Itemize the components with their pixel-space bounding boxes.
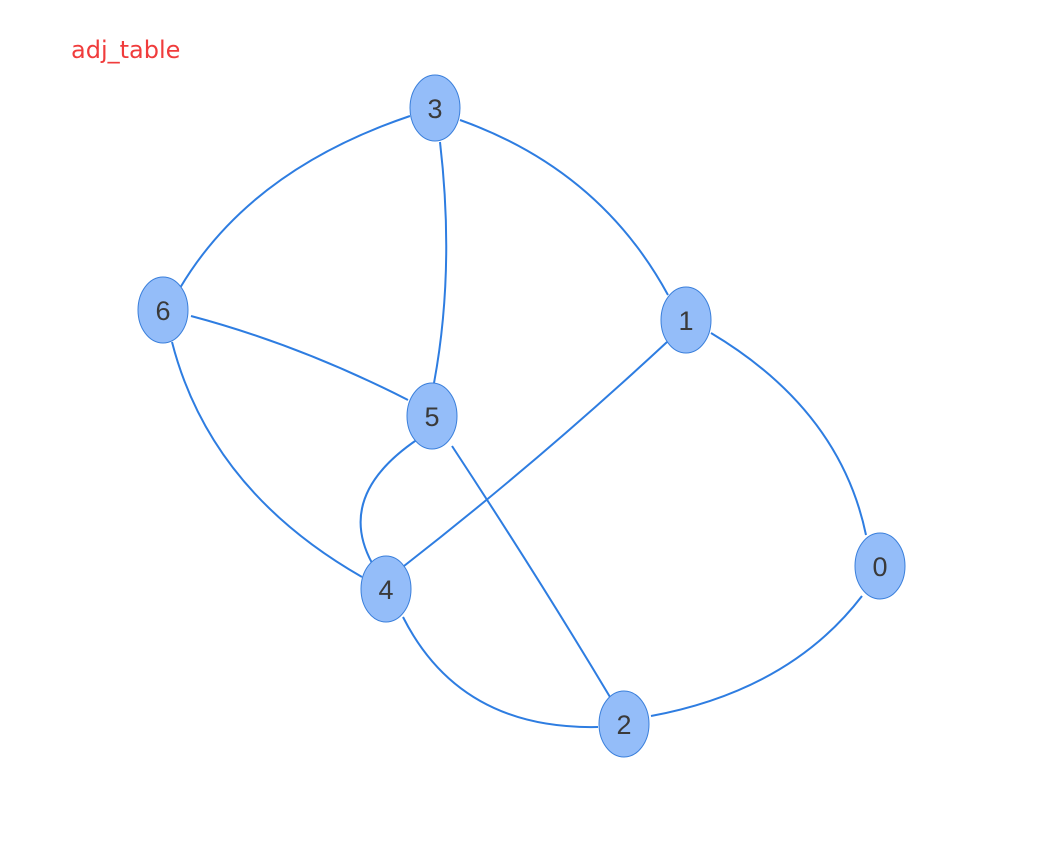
diagram-title: adj_table bbox=[71, 36, 181, 64]
node-3[interactable]: 3 bbox=[409, 74, 461, 142]
edge-1-0 bbox=[710, 332, 867, 536]
node-label: 2 bbox=[616, 710, 631, 740]
node-circle bbox=[137, 276, 189, 344]
node-label: 0 bbox=[872, 552, 887, 582]
nodes-layer: 0 1 2 3 4 5 6 bbox=[137, 74, 906, 758]
node-circle bbox=[406, 382, 458, 450]
node-label: 3 bbox=[427, 94, 442, 124]
node-6[interactable]: 6 bbox=[137, 276, 189, 344]
node-circle bbox=[660, 286, 712, 354]
edges-layer bbox=[171, 115, 867, 729]
node-2[interactable]: 2 bbox=[598, 690, 650, 758]
node-circle bbox=[598, 690, 650, 758]
edge-1-4 bbox=[403, 341, 668, 567]
edge-6-5 bbox=[190, 315, 409, 401]
edge-0-2 bbox=[650, 595, 863, 717]
edge-5-4 bbox=[359, 438, 419, 564]
node-label: 6 bbox=[155, 296, 170, 326]
node-4[interactable]: 4 bbox=[360, 555, 412, 623]
edge-6-4 bbox=[171, 341, 363, 578]
edge-4-2 bbox=[402, 616, 599, 729]
node-circle bbox=[854, 532, 906, 600]
node-1[interactable]: 1 bbox=[660, 286, 712, 354]
node-circle bbox=[360, 555, 412, 623]
node-label: 5 bbox=[424, 402, 439, 432]
node-label: 4 bbox=[378, 575, 393, 605]
edge-3-6 bbox=[179, 115, 411, 289]
node-0[interactable]: 0 bbox=[854, 532, 906, 600]
node-5[interactable]: 5 bbox=[406, 382, 458, 450]
edge-3-5 bbox=[433, 141, 448, 384]
edge-5-2 bbox=[451, 445, 611, 698]
edge-3-1 bbox=[459, 119, 669, 296]
node-label: 1 bbox=[678, 306, 693, 336]
node-circle bbox=[409, 74, 461, 142]
